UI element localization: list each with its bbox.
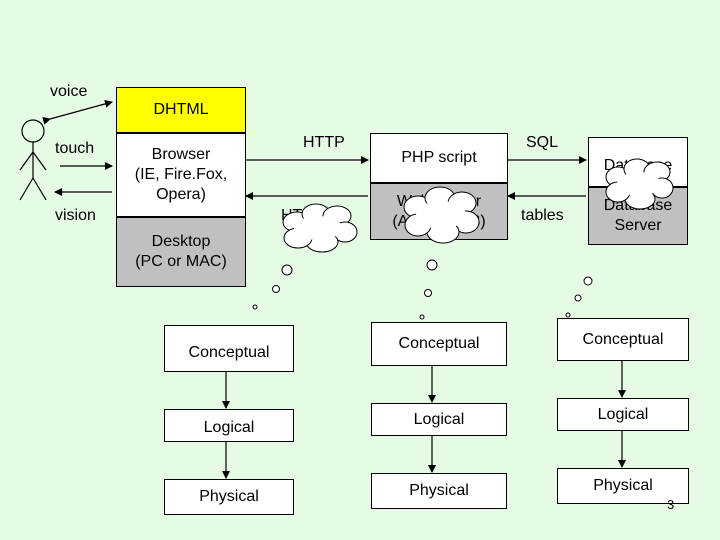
database-logical-box: Logical xyxy=(557,398,689,431)
php-script-label: PHP script xyxy=(401,149,477,166)
http-label: HTTP xyxy=(303,134,345,151)
user-stick-figure xyxy=(19,119,47,201)
server-logical-box: Logical xyxy=(371,403,507,436)
web-server-line-2: (Apache, IIS) xyxy=(392,212,486,230)
thought-bubble-trails xyxy=(252,259,593,320)
desktop-line-1: Desktop xyxy=(151,233,211,250)
client-physical-label: Physical xyxy=(199,488,259,505)
vision-label: vision xyxy=(55,207,96,224)
touch-label: touch xyxy=(55,140,95,157)
database-label: Database xyxy=(603,157,673,174)
voice-arrow xyxy=(42,99,113,125)
database-box: Database xyxy=(588,137,688,187)
dhtml-label: DHTML xyxy=(153,101,209,118)
browser-line-3: Opera) xyxy=(156,186,206,203)
server-physical-box: Physical xyxy=(371,473,507,509)
client-logical-label: Logical xyxy=(203,418,255,436)
client-physical-box: Physical xyxy=(164,479,294,515)
sql-label: SQL xyxy=(526,134,559,151)
database-conceptual-label: Conceptual xyxy=(582,330,664,348)
database-server-box: Database Server xyxy=(588,187,688,245)
web-server-box: Web Server (Apache, IIS) xyxy=(370,183,508,240)
browser-line-2: (IE, Fire.Fox, xyxy=(134,166,228,183)
dhtml-box: DHTML xyxy=(116,87,246,133)
tables-label: tables xyxy=(521,207,564,224)
layer-arrows xyxy=(222,354,626,479)
php-script-box: PHP script xyxy=(370,133,508,183)
browser-line-1: Browser xyxy=(151,146,211,163)
server-conceptual-box: Conceptual xyxy=(371,322,507,366)
page-number: 3 xyxy=(667,497,675,512)
server-conceptual-label: Conceptual xyxy=(398,335,480,352)
database-server-line-2: Server xyxy=(614,217,662,234)
voice-label: voice xyxy=(50,83,88,100)
html-label: HTML xyxy=(281,207,325,224)
database-server-line-1: Database xyxy=(603,197,673,214)
desktop-box: Desktop (PC or MAC) xyxy=(116,217,246,287)
web-server-line-1: Web Server xyxy=(396,192,482,210)
server-logical-label: Logical xyxy=(413,410,465,428)
browser-box: Browser (IE, Fire.Fox, Opera) xyxy=(116,133,246,217)
database-physical-box: Physical xyxy=(557,468,689,504)
client-logical-box: Logical xyxy=(164,409,294,442)
database-logical-label: Logical xyxy=(597,405,649,423)
server-physical-label: Physical xyxy=(409,482,469,499)
database-conceptual-box: Conceptual xyxy=(557,318,689,361)
client-conceptual-box: Conceptual xyxy=(164,325,294,372)
database-physical-label: Physical xyxy=(593,477,653,494)
desktop-line-2: (PC or MAC) xyxy=(135,253,227,270)
client-conceptual-label: Conceptual xyxy=(188,344,270,361)
